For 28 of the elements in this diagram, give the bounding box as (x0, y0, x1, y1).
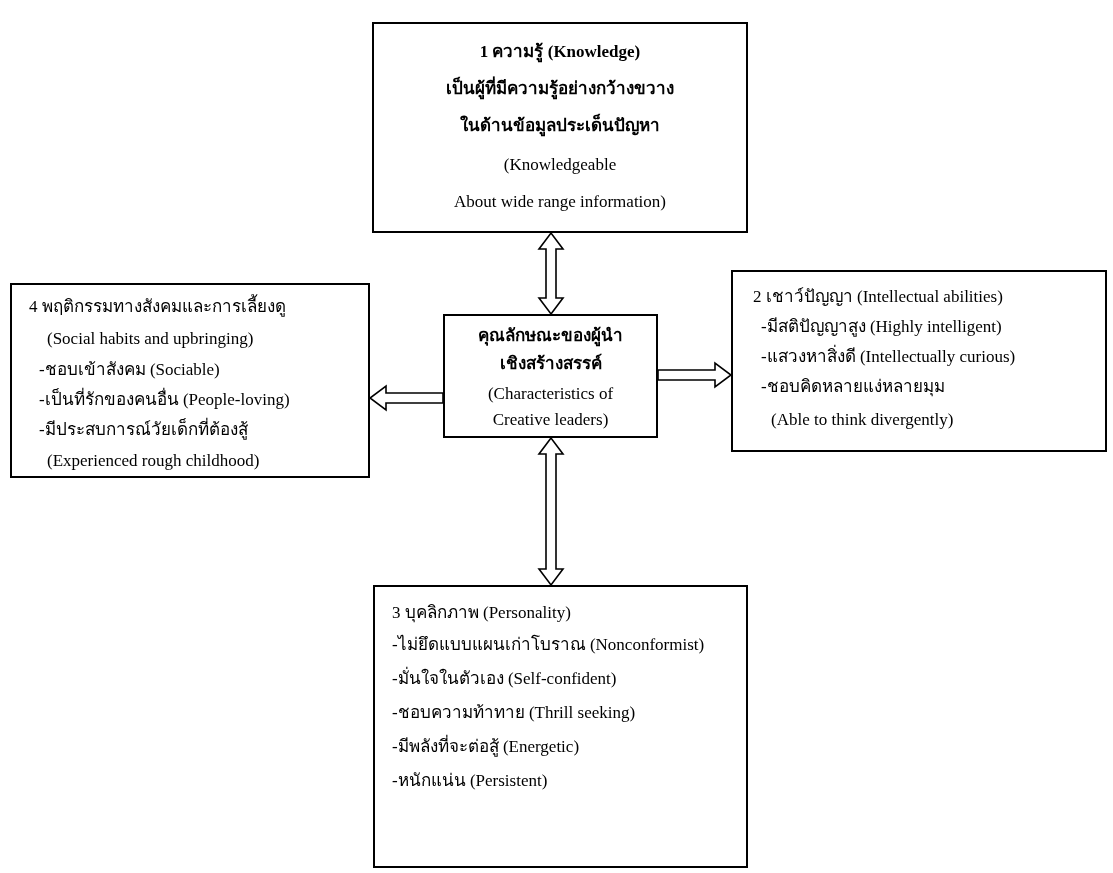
box-text: -ชอบความท้าทาย (Thrill seeking) (392, 703, 636, 723)
box-text: -ชอบเข้าสังคม (Sociable) (39, 360, 220, 380)
category-box (373, 585, 748, 868)
box-text: About wide range information) (453, 192, 667, 212)
box-text: (Knowledgeable (502, 155, 618, 175)
box-heading: คุณลักษณะของผู้นำ (477, 326, 624, 346)
category-box (10, 283, 370, 478)
box-text: -มีสติปัญญาสูง (Highly intelligent) (761, 317, 1002, 337)
box-heading: 1 ความรู้ (Knowledge) (478, 42, 642, 62)
box-text: -ชอบคิดหลายแง่หลายมุม (761, 377, 945, 397)
hollow-arrow (368, 384, 444, 412)
box-text: (Able to think divergently) (771, 410, 954, 430)
box-text: -หนักแน่น (Persistent) (392, 771, 548, 791)
category-box (372, 22, 748, 233)
center-box (443, 314, 658, 438)
box-heading: 3 บุคลิกภาพ (Personality) (392, 603, 571, 623)
box-text: เชิงสร้างสรรค์ (498, 354, 603, 374)
box-text: (Experienced rough childhood) (47, 451, 260, 471)
box-text: ในด้านข้อมูลประเด็นปัญหา (459, 116, 661, 136)
category-box (731, 270, 1107, 452)
box-text: Creative leaders) (491, 410, 610, 430)
box-text: -ไม่ยึดแบบแผนเก่าโบราณ (Nonconformist) (392, 635, 705, 655)
hollow-arrow (657, 361, 733, 389)
box-heading: 2 เชาว์ปัญญา (Intellectual abilities) (753, 287, 1003, 307)
box-text: (Characteristics of (486, 384, 615, 404)
hollow-arrow (537, 436, 565, 587)
hollow-arrow (537, 231, 565, 316)
box-text: (Social habits and upbringing) (47, 329, 254, 349)
